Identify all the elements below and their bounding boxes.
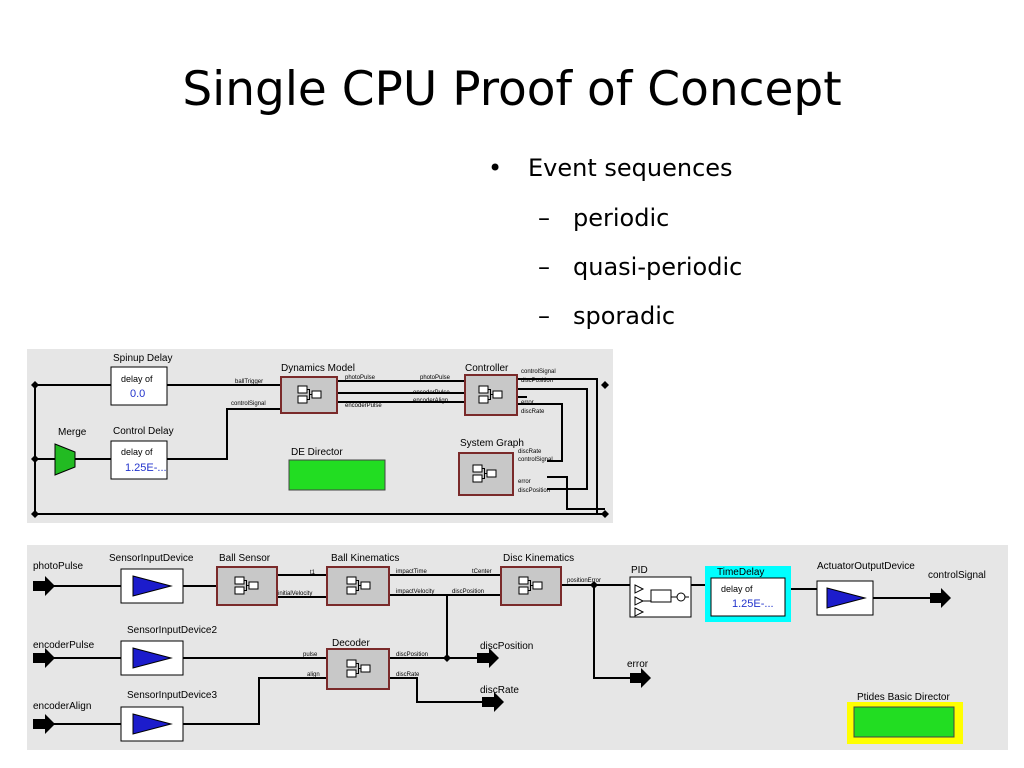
port-sg-disc-rate: discRate	[518, 449, 542, 455]
bottom-junctions	[443, 581, 598, 662]
port-ctrl-control-signal: controlSignal	[521, 369, 556, 375]
slide-title: Single CPU Proof of Concept	[182, 62, 842, 117]
ptides-director-title: Ptides Basic Director	[857, 692, 950, 703]
input-encoder-pulse-label: encoderPulse	[33, 640, 95, 651]
spinup-delay-line1: delay of	[121, 374, 153, 384]
merge-title: Merge	[58, 427, 87, 438]
output-error-label: error	[627, 659, 649, 670]
bottom-model-diagram: photoPulse encoderPulse encoderAlign Sen…	[27, 545, 1008, 750]
decoder-title: Decoder	[332, 638, 370, 649]
output-disc-rate-port[interactable]	[482, 692, 504, 712]
ptides-director-block[interactable]	[853, 706, 955, 738]
input-encoder-align-port[interactable]	[33, 714, 55, 734]
time-delay-value: 1.25E-...	[732, 598, 774, 610]
controller-actor[interactable]	[464, 374, 518, 416]
sub-bullet-item: –quasi-periodic	[538, 253, 742, 281]
output-control-signal-port[interactable]	[930, 588, 951, 608]
control-delay-value: 1.25E-...	[125, 462, 167, 474]
sub-bullet-text: sporadic	[573, 302, 676, 330]
ball-sensor-title: Ball Sensor	[219, 553, 271, 564]
output-error-port[interactable]	[630, 668, 651, 688]
port-sg-error: error	[518, 479, 531, 485]
bullet-item: • Event sequences	[488, 154, 733, 182]
port-photo-pulse-out: photoPulse	[345, 375, 376, 381]
dash-icon: –	[538, 204, 550, 232]
top-model-diagram: Spinup Delay delay of 0.0 Merge Control …	[27, 349, 613, 523]
port-encoder-pulse-out: encoderPulse	[345, 403, 382, 409]
sub-bullet-item: –sporadic	[538, 302, 675, 330]
output-disc-position-port[interactable]	[477, 648, 499, 668]
port-control-signal-in: controlSignal	[231, 401, 266, 407]
port-dec-disc-position: discPosition	[396, 652, 428, 658]
dynamics-model-title: Dynamics Model	[281, 363, 355, 374]
sensor-device-3-title: SensorInputDevice3	[127, 690, 217, 701]
merge-actor[interactable]	[54, 443, 76, 476]
ball-kinematics-title: Ball Kinematics	[331, 553, 399, 564]
output-disc-rate-label: discRate	[480, 685, 519, 696]
disc-kinematics-title: Disc Kinematics	[503, 553, 574, 564]
port-position-error: positionError	[567, 578, 601, 584]
port-photo-pulse-in: photoPulse	[420, 375, 451, 381]
control-delay-actor[interactable]	[110, 440, 168, 480]
sub-bullet-text: periodic	[573, 204, 670, 232]
port-pulse: pulse	[303, 652, 318, 658]
time-delay-title: TimeDelay	[717, 567, 764, 578]
de-director-title: DE Director	[291, 447, 343, 458]
port-sg-disc-position: discPosition	[518, 488, 550, 494]
port-t-center: tCenter	[472, 569, 492, 575]
dash-icon: –	[538, 302, 550, 330]
port-ball-trigger: ballTrigger	[235, 379, 263, 385]
sub-bullet-item: –periodic	[538, 204, 669, 232]
output-disc-position-label: discPosition	[480, 641, 533, 652]
dash-icon: –	[538, 253, 550, 281]
sensor-device-2-title: SensorInputDevice2	[127, 625, 217, 636]
port-ctrl-disc-position: discPosition	[521, 378, 553, 384]
time-delay-line1: delay of	[721, 584, 753, 594]
system-graph-title: System Graph	[460, 438, 524, 449]
bullet-text: Event sequences	[528, 154, 733, 182]
time-delay-actor[interactable]	[710, 577, 786, 617]
port-encoder-align-in: encoderAlign	[413, 398, 448, 404]
sensor-triangle-icon	[132, 713, 173, 735]
sensor-triangle-icon	[132, 647, 173, 669]
input-encoder-align-label: encoderAlign	[33, 701, 91, 712]
sensor-device-1-title: SensorInputDevice	[109, 553, 194, 564]
wire-junctions	[31, 381, 609, 518]
spinup-delay-value: 0.0	[130, 388, 145, 400]
control-delay-title: Control Delay	[113, 426, 174, 437]
port-align: align	[307, 672, 320, 678]
port-ctrl-disc-rate: discRate	[521, 409, 545, 415]
pid-actor[interactable]	[629, 576, 692, 618]
port-encoder-pulse-in: encoderPulse	[413, 390, 450, 396]
port-sg-control-signal: controlSignal	[518, 457, 553, 463]
de-director-block[interactable]	[288, 459, 386, 491]
controller-title: Controller	[465, 363, 509, 374]
control-delay-line1: delay of	[121, 447, 153, 457]
pid-internal-icon	[634, 584, 689, 617]
input-encoder-pulse-port[interactable]	[33, 648, 55, 668]
input-photo-pulse-port[interactable]	[33, 576, 55, 596]
port-ctrl-error: error	[521, 400, 534, 406]
bottom-wires	[53, 574, 932, 725]
actuator-title: ActuatorOutputDevice	[817, 561, 915, 572]
port-impact-time: impactTime	[396, 569, 427, 575]
spinup-delay-actor[interactable]	[110, 366, 168, 406]
pid-title: PID	[631, 565, 648, 576]
port-dec-disc-rate: discRate	[396, 672, 420, 678]
sensor-triangle-icon	[132, 575, 173, 597]
actuator-triangle-icon	[826, 587, 867, 609]
input-photo-pulse-label: photoPulse	[33, 561, 83, 572]
sub-bullet-text: quasi-periodic	[573, 253, 743, 281]
top-wires	[34, 378, 605, 515]
spinup-delay-title: Spinup Delay	[113, 353, 172, 364]
port-disc-position-in: discPosition	[452, 589, 484, 595]
dynamics-model-actor[interactable]	[280, 376, 338, 414]
port-initial-velocity: initialVelocity	[278, 591, 312, 597]
port-t1: t1	[310, 570, 316, 576]
bullet-dot-icon: •	[488, 154, 503, 182]
output-control-signal-label: controlSignal	[928, 570, 986, 581]
port-impact-velocity: impactVelocity	[396, 589, 434, 595]
